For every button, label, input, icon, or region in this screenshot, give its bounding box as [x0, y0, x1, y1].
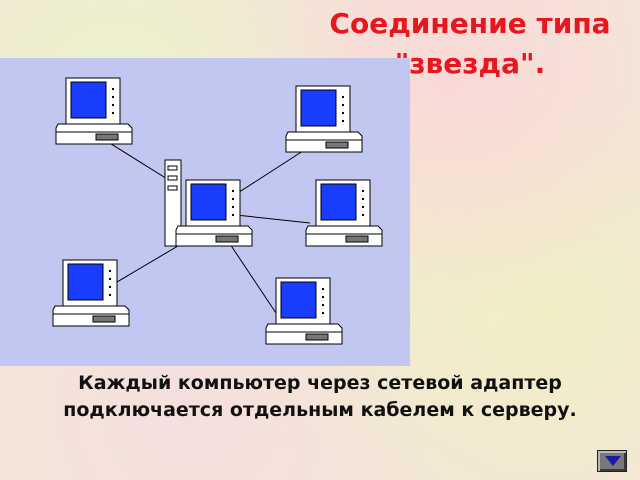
- cable-bottom-right: [229, 243, 277, 314]
- cable-right: [235, 214, 311, 224]
- computer-top-left: [55, 77, 133, 145]
- next-slide-button[interactable]: [597, 450, 627, 472]
- computer-bottom-right: [265, 277, 343, 345]
- slide-title: Соединение типа "звезда".: [329, 7, 611, 80]
- star-topology-diagram: [0, 58, 410, 366]
- computer-top-right: [285, 85, 363, 153]
- down-arrow-icon: [605, 456, 621, 466]
- network-diagram-svg: [52, 77, 383, 345]
- computer-right: [305, 179, 383, 247]
- slide-caption: Каждый компьютер через сетевой адаптер п…: [63, 372, 577, 421]
- server-computer: [175, 179, 253, 247]
- server-tower: [164, 159, 182, 247]
- computer-bottom-left: [52, 259, 130, 327]
